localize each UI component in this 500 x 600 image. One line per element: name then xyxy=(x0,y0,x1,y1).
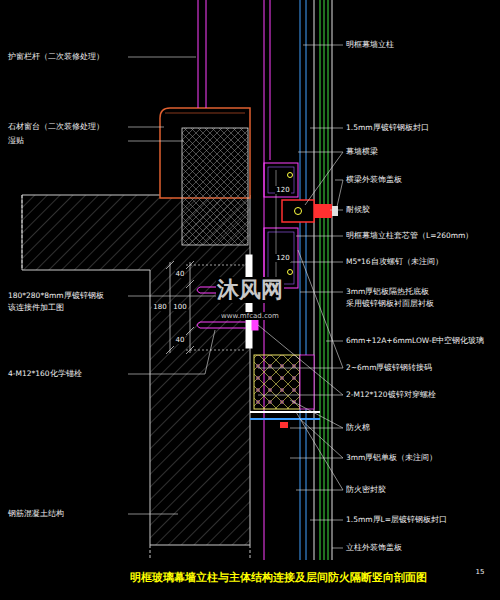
railing-frame xyxy=(206,0,207,108)
dimension-text: 120 xyxy=(275,254,290,262)
fire-barrier xyxy=(250,418,320,420)
transom xyxy=(282,200,314,222)
steel-bracket xyxy=(264,163,298,197)
callout-label: 湿贴 xyxy=(8,137,24,146)
dimension-lines xyxy=(170,262,171,353)
callout-label: 幕墙横梁 xyxy=(346,148,378,157)
leader-lines xyxy=(332,548,343,549)
mullion xyxy=(320,0,321,560)
concrete-structure xyxy=(150,545,151,560)
leader-lines xyxy=(326,341,343,342)
dimension-text: 100 xyxy=(172,303,187,311)
callout-label: 6mm+12A+6mmLOW-E中空钢化玻璃 xyxy=(346,337,484,346)
leader-lines xyxy=(290,419,343,458)
callout-label: 4-M12*160化学锚栓 xyxy=(8,370,82,379)
steel-bracket xyxy=(288,173,293,178)
fire-barrier xyxy=(250,411,320,413)
railing-frame xyxy=(270,0,271,160)
transom xyxy=(314,204,332,218)
callout-label: 耐候胶 xyxy=(346,206,370,215)
concrete-structure xyxy=(22,195,23,270)
callout-label: 明框幕墙立柱套芯管（L=260mm） xyxy=(346,232,473,241)
stone-sill xyxy=(182,128,248,245)
steel-bracket xyxy=(264,163,298,288)
leader-lines xyxy=(296,412,343,490)
callout-label: 钢筋混凝土结构 xyxy=(8,510,64,519)
leader-lines xyxy=(310,128,343,129)
leader-lines xyxy=(296,236,343,237)
leader-lines xyxy=(298,152,343,205)
leader-lines xyxy=(258,325,343,395)
fire-barrier xyxy=(254,355,300,409)
leader-lines xyxy=(128,514,178,515)
leader-lines xyxy=(290,400,343,428)
fire-barrier xyxy=(250,355,320,428)
leader-lines xyxy=(258,368,296,369)
dimension-text: 40 xyxy=(175,336,186,344)
transom xyxy=(282,200,338,222)
leader-lines xyxy=(296,250,343,368)
callout-label: 1.5mm厚镀锌钢板封口 xyxy=(346,124,429,133)
leader-lines xyxy=(128,330,215,374)
callout-label: 3mm厚铝单板（未注间） xyxy=(346,454,437,463)
leader-lines xyxy=(303,45,343,46)
callout-label: 横梁外装饰盖板 xyxy=(346,176,402,185)
leader-lines xyxy=(330,210,343,211)
leader-lines xyxy=(128,57,196,58)
callout-label: 石材窗台（二次装修处理） xyxy=(8,123,104,132)
callout-label: 3mm厚铝板隔热托底板 xyxy=(346,288,429,297)
transom xyxy=(295,208,302,215)
leader-lines xyxy=(310,520,343,521)
fire-barrier xyxy=(300,355,314,409)
mullion xyxy=(332,0,333,560)
fire-barrier xyxy=(280,422,288,428)
mullion xyxy=(300,0,301,560)
page-number: 15 xyxy=(476,568,485,576)
steel-bracket xyxy=(288,270,293,275)
stone-sill xyxy=(160,108,250,245)
callout-label: 立柱外装饰盖板 xyxy=(346,544,402,553)
leader-lines xyxy=(128,141,184,142)
callout-label: 180*280*8mm厚镀锌钢板 xyxy=(8,292,104,301)
transom xyxy=(332,206,338,216)
dimension-text: 180 xyxy=(152,303,167,311)
callout-label: M5*16自攻螺钉（未注间） xyxy=(346,258,443,267)
callout-label: 防火棉 xyxy=(346,424,370,433)
drawing-title: 明框玻璃幕墙立柱与主体结构连接及层间防火隔断竖向剖面图 xyxy=(130,572,427,585)
mullion xyxy=(306,0,307,560)
dimension-text: 120 xyxy=(275,186,290,194)
dimension-text: 40 xyxy=(175,270,186,278)
mullion xyxy=(300,0,332,560)
embedded-plate-and-anchors xyxy=(197,322,246,328)
leader-lines xyxy=(128,45,343,548)
watermark: www.mfcad.com xyxy=(220,312,280,320)
leader-lines xyxy=(128,127,164,128)
leader-lines xyxy=(290,262,343,263)
steel-bracket xyxy=(268,232,294,284)
stone-sill xyxy=(165,113,245,114)
callout-label: 2-M12*120镀锌对穿螺栓 xyxy=(346,391,436,400)
watermark: 沐风网 xyxy=(216,277,284,302)
railing-frame xyxy=(198,0,199,108)
callout-label: 2~6mm厚镀锌钢转接码 xyxy=(346,364,432,373)
dimension-lines xyxy=(190,262,191,353)
callout-label: 该连接件加工图 xyxy=(8,304,64,313)
callout-label: 明框幕墙立柱 xyxy=(346,41,394,50)
leader-lines xyxy=(300,292,343,293)
callout-label: 1.5mm厚L=层镀锌钢板封口 xyxy=(346,516,447,525)
mullion xyxy=(328,0,329,560)
callout-label: 护窗栏杆（二次装修处理） xyxy=(8,53,104,62)
dimension-lines xyxy=(166,261,246,354)
mullion xyxy=(314,0,315,560)
callout-label: 防火密封胶 xyxy=(346,486,386,495)
callout-label: 采用镀锌钢板衬面层衬板 xyxy=(346,300,434,309)
concrete-structure xyxy=(250,545,251,560)
dimension-lines xyxy=(166,261,194,354)
mullion xyxy=(324,0,325,560)
leader-lines xyxy=(335,180,343,211)
embedded-plate-and-anchors xyxy=(252,320,258,330)
